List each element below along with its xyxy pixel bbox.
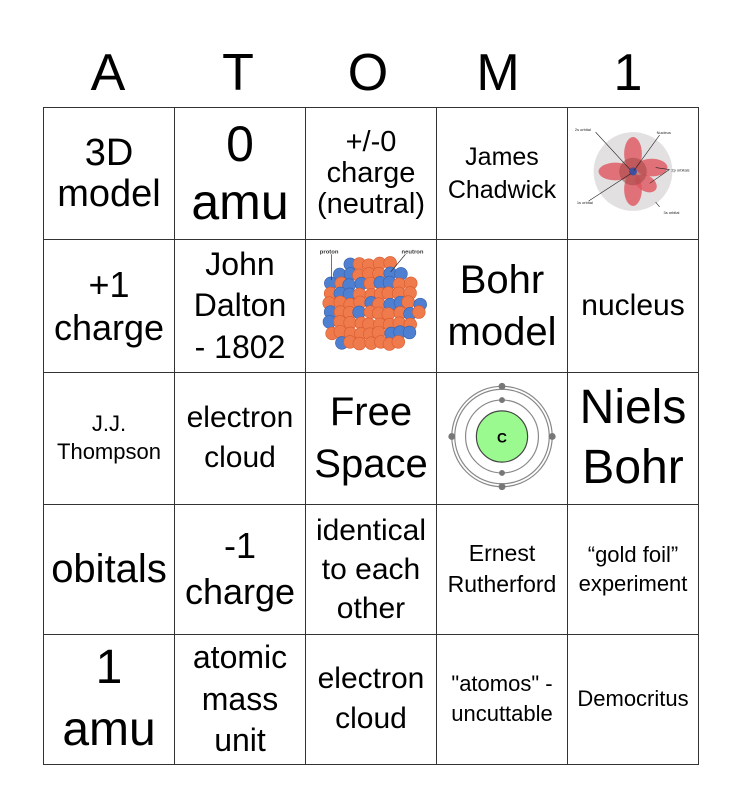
bingo-cell[interactable]: 0 amu	[174, 106, 306, 241]
neutron-ball	[391, 335, 406, 349]
cell-text: +/-0 charge (neutral)	[317, 125, 425, 221]
header-letter: 1	[613, 44, 643, 102]
cell-text: atomic mass unit	[192, 638, 288, 759]
cell-text: nucleus	[581, 288, 685, 322]
bingo-cell[interactable]: atomic mass unit	[174, 633, 306, 765]
orbital-label: 2s orbital	[575, 127, 591, 132]
bingo-cell[interactable]: J.J. Thompson	[43, 371, 175, 505]
bingo-cell[interactable]: Free Space	[305, 371, 437, 505]
nucleus-label: proton	[320, 250, 339, 256]
cell-text: -1 charge	[184, 524, 296, 613]
bingo-cell[interactable]: electron cloud	[174, 371, 306, 505]
bingo-cell[interactable]: Democritus	[567, 633, 699, 765]
header-letter: T	[222, 44, 254, 102]
bingo-cell[interactable]: C	[436, 371, 568, 505]
bingo-cell[interactable]: identical to each other	[305, 503, 437, 635]
orbital-label: 1s orbital	[577, 200, 593, 205]
orbital-label: 3s orbital	[664, 210, 680, 215]
bingo-cell[interactable]: Bohr model	[436, 239, 568, 373]
nucleus-label: neutron	[402, 250, 424, 256]
cell-text: Free Space	[314, 390, 428, 487]
header-letter: O	[347, 44, 389, 102]
cell-text: electron cloud	[186, 400, 294, 475]
bingo-grid: 3D model 0 amu +/-0 charge (neutral) Jam…	[43, 106, 699, 765]
bingo-cell[interactable]: 2s orbital Nucleus 2p orbitals 1s orbita…	[567, 106, 699, 241]
cell-text: 0 amu	[191, 116, 289, 230]
neutron-ball	[412, 305, 426, 320]
bingo-cell[interactable]: +1 charge	[43, 239, 175, 373]
cell-text: 1 amu	[62, 640, 156, 757]
bingo-cell[interactable]: obitals	[43, 503, 175, 635]
cell-text: “gold foil” experiment	[578, 541, 688, 597]
proton-ball	[402, 326, 417, 340]
bingo-cell[interactable]: 1 amu	[43, 633, 175, 765]
bingo-cell[interactable]: nucleus	[567, 239, 699, 373]
carbon-symbol: C	[497, 430, 507, 445]
cell-text: electron cloud	[317, 661, 425, 736]
bingo-cell[interactable]: John Dalton - 1802	[174, 239, 306, 373]
cell-text: "atomos" - uncuttable	[451, 670, 553, 727]
bingo-cell[interactable]: Niels Bohr	[567, 371, 699, 505]
cell-text: Bohr model	[447, 257, 557, 354]
cell-text: Niels Bohr	[579, 381, 687, 495]
proton-ball	[352, 305, 366, 320]
cell-text: Ernest Rutherford	[447, 540, 557, 598]
cell-text: obitals	[51, 546, 167, 591]
neutron-ball	[401, 295, 415, 310]
header-letter: A	[90, 44, 126, 102]
bingo-cell[interactable]: -1 charge	[174, 503, 306, 635]
bingo-header: A T O M 1	[43, 40, 693, 106]
bingo-cell[interactable]: 3D model	[43, 106, 175, 241]
bingo-cell[interactable]: proton neutron	[305, 239, 437, 373]
bingo-cell[interactable]: Ernest Rutherford	[436, 503, 568, 635]
cell-text: 3D model	[57, 131, 161, 215]
cell-text: James Chadwick	[447, 143, 557, 204]
cell-text: John Dalton - 1802	[193, 245, 287, 365]
bingo-cell[interactable]: “gold foil” experiment	[567, 503, 699, 635]
orbital-label: Nucleus	[657, 130, 671, 135]
cell-text: Democritus	[577, 686, 689, 712]
bingo-cell[interactable]: "atomos" - uncuttable	[436, 633, 568, 765]
bingo-cell[interactable]: +/-0 charge (neutral)	[305, 106, 437, 241]
bingo-cell[interactable]: electron cloud	[305, 633, 437, 765]
bingo-cell[interactable]: James Chadwick	[436, 106, 568, 241]
cell-text: identical to each other	[315, 513, 427, 625]
atomic-nucleus-image: proton neutron	[320, 250, 427, 352]
cell-text: J.J. Thompson	[57, 410, 161, 465]
header-letter: M	[476, 44, 520, 102]
orbital-diagram-image: 2s orbital Nucleus 2p orbitals 1s orbita…	[575, 127, 690, 215]
orbital-label: 2p orbitals	[671, 168, 689, 173]
carbon-atom-image: C	[448, 382, 556, 490]
cell-text: +1 charge	[53, 263, 165, 348]
neutron-ball	[352, 337, 367, 351]
